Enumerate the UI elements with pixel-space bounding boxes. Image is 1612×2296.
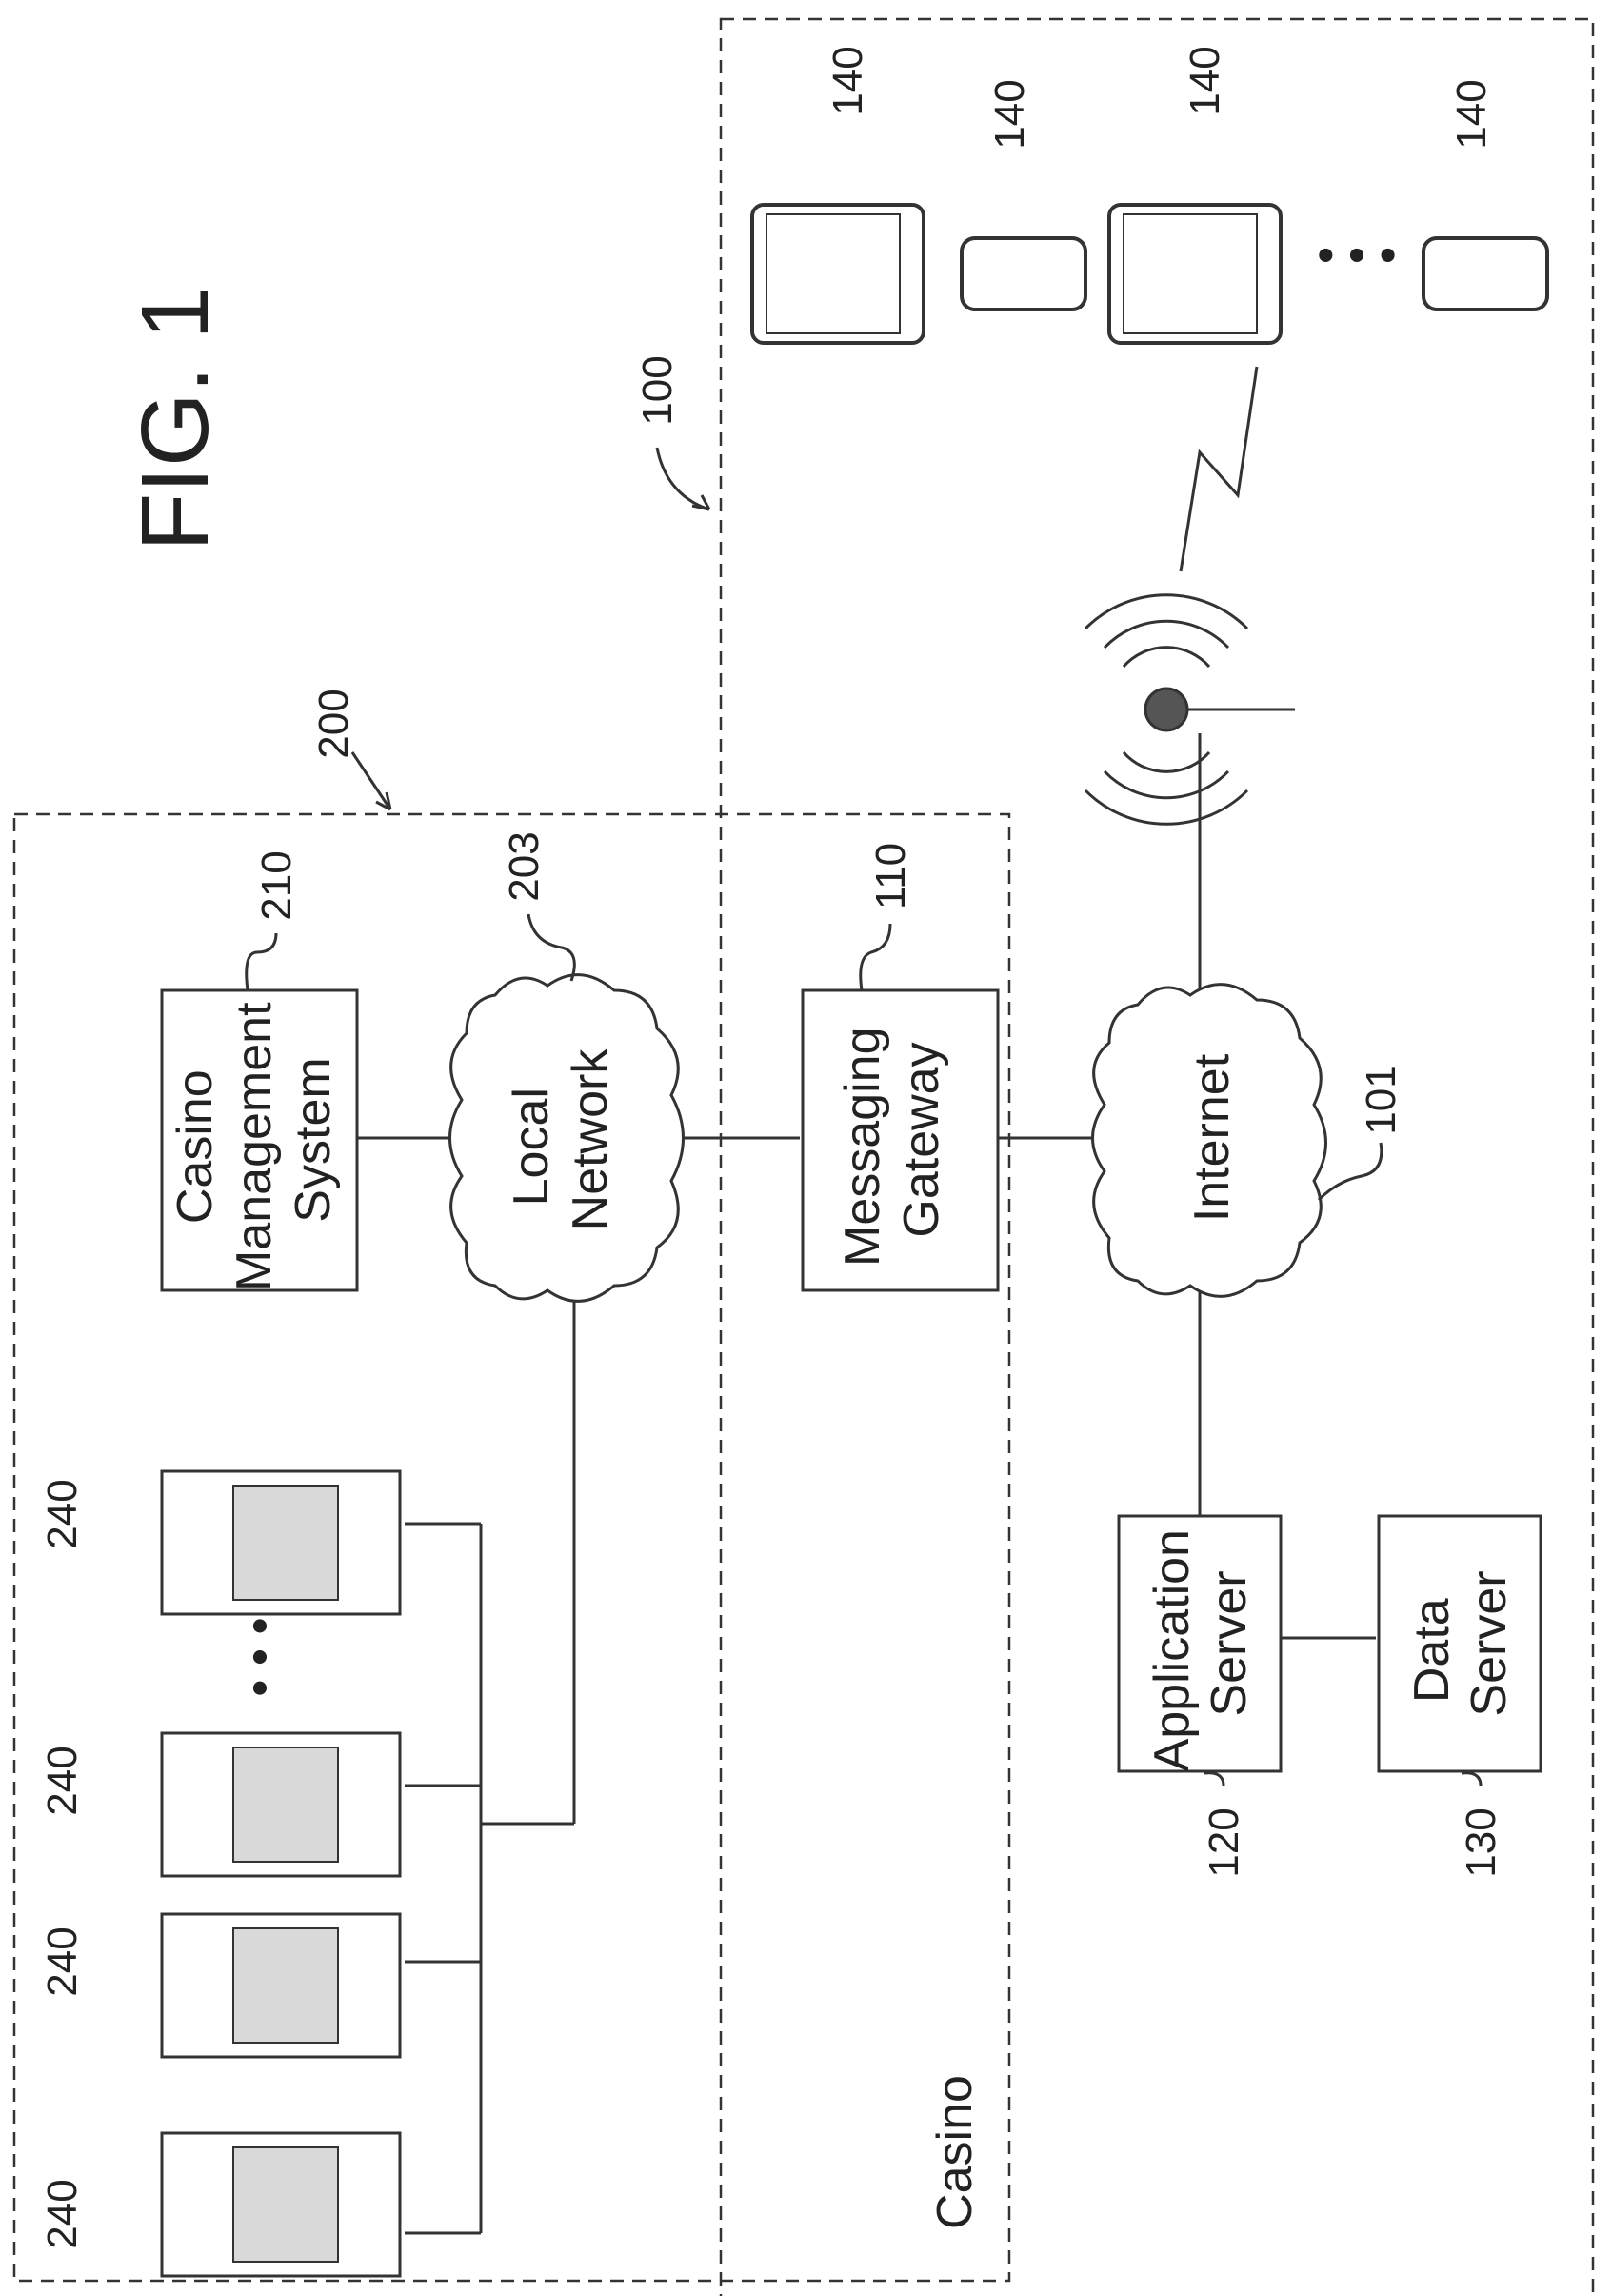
- svg-text:140: 140: [986, 79, 1033, 149]
- machines-ellipsis: • • •: [232, 1617, 288, 1697]
- gaming-machine-2: [162, 1733, 400, 1876]
- connections: [357, 733, 1376, 2233]
- lightning-bolt-icon: [1181, 367, 1257, 571]
- svg-text:203: 203: [501, 831, 547, 901]
- svg-text:140: 140: [1448, 79, 1495, 149]
- ref-101: 101: [1319, 1065, 1404, 1200]
- ref-200: 200: [310, 689, 390, 809]
- casino-label: Casino: [927, 2075, 983, 2229]
- svg-text:Internet: Internet: [1184, 1053, 1240, 1222]
- mobile-device-4: [1423, 238, 1547, 309]
- svg-text:240: 240: [39, 1479, 86, 1548]
- messaging-gateway-node: Messaging Gateway: [803, 990, 998, 1290]
- svg-text:210: 210: [253, 850, 300, 920]
- ref-120: 120: [1201, 1773, 1247, 1878]
- svg-text:240: 240: [39, 2179, 86, 2248]
- local-network-cloud: Local Network: [450, 975, 684, 1302]
- device-refs: 140 140 140 140: [825, 46, 1495, 149]
- svg-text:140: 140: [825, 46, 871, 115]
- svg-text:130: 130: [1458, 1807, 1504, 1877]
- wireless-antenna-icon: [1085, 595, 1295, 825]
- ref-130: 130: [1458, 1773, 1504, 1878]
- svg-text:200: 200: [310, 689, 357, 758]
- svg-text:120: 120: [1201, 1807, 1247, 1877]
- casino-management-system-node: Casino Management System: [162, 988, 357, 1291]
- svg-text:240: 240: [39, 1746, 86, 1815]
- mobile-device-2: [962, 238, 1085, 309]
- svg-text:240: 240: [39, 1927, 86, 1996]
- svg-text:110: 110: [867, 843, 914, 909]
- ref-100: 100: [634, 355, 709, 509]
- mobile-device-3: [1109, 205, 1281, 343]
- svg-text:100: 100: [634, 355, 681, 425]
- svg-text:140: 140: [1182, 46, 1228, 115]
- mobile-device-1: [752, 205, 924, 343]
- machine-refs: 240 240 240 240: [39, 1479, 86, 2248]
- internet-cloud: Internet: [1093, 985, 1326, 1297]
- data-server-node: Data Server: [1379, 1516, 1541, 1771]
- svg-text:101: 101: [1358, 1065, 1404, 1134]
- gaming-machine-1: [162, 1471, 400, 1614]
- gaming-machine-3: [162, 1914, 400, 2057]
- figure-label: FIG. 1: [122, 287, 229, 551]
- devices-ellipsis: • • •: [1317, 228, 1397, 283]
- ref-203: 203: [501, 831, 574, 981]
- ref-110: 110: [861, 843, 914, 990]
- ref-210: 210: [247, 850, 300, 990]
- gaming-machine-4: [162, 2133, 400, 2276]
- application-server-node: Application Server: [1119, 1516, 1281, 1772]
